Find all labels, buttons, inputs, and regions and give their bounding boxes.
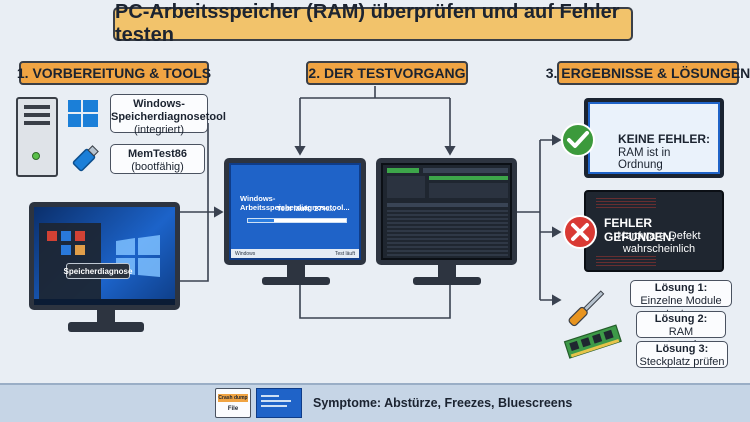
connector-start-menu: [180, 212, 209, 282]
diagnostic-footer-left: Windows: [235, 250, 256, 257]
crash-file-label: File: [227, 406, 239, 412]
result-ok-detail: RAM ist in Ordnung: [618, 147, 671, 171]
usb-stick-icon: [72, 145, 99, 172]
ram-module-icon: [563, 324, 622, 359]
solution-2: Lösung 2: RAM austauschen: [636, 311, 726, 351]
result-ok-title: KEINE FEHLER:: [618, 132, 711, 146]
solution-1: Lösung 1: Einzelne Module testen: [630, 280, 732, 320]
result-error-title: FEHLER GEFUNDEN:: [604, 216, 676, 244]
monitor-memtest-neck: [438, 265, 456, 277]
connector-loop: [299, 282, 451, 319]
section-header-results: 3. ERGEBNISSE & LÖSUNGEN: [546, 61, 750, 85]
screwdriver-icon: [568, 290, 605, 327]
symptoms-text: Symptome: Abstürze, Freezes, Bluescreens: [313, 396, 573, 410]
memtest-info-block: [387, 176, 425, 198]
monitor-windows-diagnostic: Windows-Arbeitsspeicherdiagnosetool... T…: [224, 158, 366, 265]
memtest-details: [429, 183, 508, 198]
solution-3-label: Lösung 3:: [655, 343, 709, 355]
tool-note-windows: (integriert): [133, 124, 185, 136]
footer-bar: [0, 383, 750, 422]
monitor-start-menu: [29, 202, 180, 310]
page-title: PC-Arbeitsspeicher (RAM) überprüfen und …: [113, 1, 633, 46]
diagnostic-progress-track: [247, 218, 347, 223]
error-log-lines: [596, 198, 656, 208]
section-header-prep: 1. VORBEREITUNG & TOOLS: [17, 61, 211, 85]
diagnostic-progress-fill: [248, 219, 275, 222]
monitor-windows-neck: [287, 265, 305, 277]
memtest-row-divider: [387, 203, 508, 207]
taskbar: [34, 299, 175, 305]
tool-note-memtest: (bootfähig): [131, 161, 184, 173]
diagnostic-title: Windows-Arbeitsspeicherdiagnosetool...: [240, 194, 350, 212]
solution-3-text: Steckplatz prüfen: [639, 356, 725, 368]
tool-callout-memtest: MemTest86 (bootfähig): [110, 144, 205, 174]
crash-dump-file-icon: Crash dump File: [215, 388, 251, 418]
diagnostic-footer-right: Test läuft: [334, 250, 355, 257]
result-error-screen: FEHLER GEFUNDEN: Hardware-Defekt wahrsch…: [584, 190, 724, 272]
pc-tower-icon: [16, 97, 58, 177]
error-log-lines-bottom: [596, 256, 656, 268]
result-ok-screen: KEINE FEHLER: RAM ist in Ordnung: [588, 102, 720, 174]
memtest-progress-bar: [429, 176, 508, 180]
diagnostic-status-bar: Windows Test läuft: [231, 249, 359, 258]
memtest-screen: [381, 163, 512, 260]
monitor-start-menu-base: [68, 322, 144, 332]
section-header-test: 2. DER TESTVORGANG: [306, 61, 468, 85]
bluescreen-icon: [256, 388, 302, 418]
tool-name-windows: Windows-Speicherdiagnosetool: [111, 98, 226, 123]
solution-2-label: Lösung 2:: [654, 313, 708, 325]
result-ok-frame: KEINE FEHLER: RAM ist in Ordnung: [584, 98, 724, 178]
memtest-header-bar: [423, 168, 508, 173]
diagnostic-status: Test läuft: 27%...: [276, 204, 336, 213]
monitor-start-menu-neck: [97, 310, 115, 322]
result-error-detail: Hardware-Defekt wahrscheinlich: [617, 230, 701, 255]
solution-1-label: Lösung 1:: [654, 282, 708, 294]
start-menu-panel: [39, 223, 101, 301]
monitor-windows-base: [262, 277, 330, 285]
start-menu-search-result[interactable]: Speicherdiagnose: [64, 263, 132, 279]
solution-3: Lösung 3: Steckplatz prüfen: [636, 341, 728, 368]
memtest-header-badge: [387, 168, 419, 173]
tool-callout-windows: Windows-Speicherdiagnosetool (integriert…: [110, 94, 226, 136]
check-icon: [561, 123, 595, 157]
error-x-icon: [563, 215, 597, 249]
crash-dump-label: Crash dump: [218, 394, 248, 402]
memtest-test-log: [387, 210, 508, 258]
tool-name-memtest: MemTest86: [127, 148, 188, 160]
windows-logo-icon: [68, 100, 98, 127]
monitor-memtest-base: [413, 277, 481, 285]
monitor-memtest: [376, 158, 517, 265]
